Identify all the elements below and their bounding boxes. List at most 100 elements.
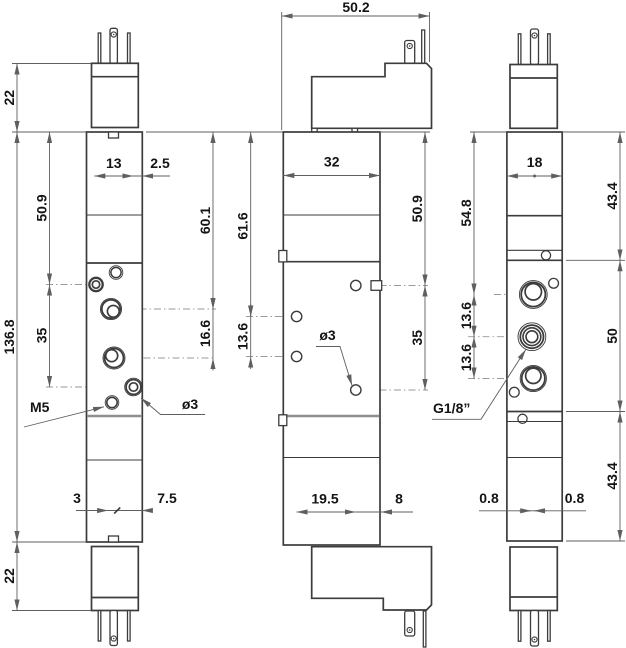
dim-front-port1-top: 60.1 bbox=[197, 207, 213, 234]
rear-valve-body bbox=[506, 131, 564, 542]
screw-hole bbox=[110, 31, 117, 38]
manual-override-tab bbox=[107, 535, 120, 543]
pin bbox=[517, 33, 522, 66]
dim-front-overall: 136.8 bbox=[1, 319, 17, 354]
dim-side-right-top: 50.9 bbox=[409, 195, 425, 222]
side-view: 50.2 32 61.6 13.6 ø3 50.9 35 19.5 8 bbox=[235, 0, 433, 648]
dim-front-pilot-span: 35 bbox=[34, 328, 50, 344]
dim-side-body-depth: 32 bbox=[324, 154, 340, 170]
front-bottom-solenoid bbox=[90, 545, 140, 647]
pin bbox=[546, 33, 551, 66]
front-valve-body bbox=[85, 131, 144, 543]
dim-side-hole-gap: 13.6 bbox=[235, 323, 251, 350]
side-holes bbox=[290, 279, 362, 396]
pin bbox=[421, 29, 426, 65]
pin bbox=[126, 32, 131, 65]
dim-front-bottom-a: 3 bbox=[73, 490, 81, 506]
body-outline bbox=[282, 131, 381, 546]
pilot-port bbox=[88, 277, 104, 292]
pin bbox=[546, 609, 551, 642]
dim-front-port-gap: 16.6 bbox=[197, 320, 213, 347]
dia3-leader bbox=[140, 397, 205, 415]
m5-leader bbox=[23, 406, 105, 428]
dim-rear-port-gap-a: 13.6 bbox=[458, 302, 474, 329]
port-g18-1 bbox=[520, 281, 547, 308]
dim-rear-gasket-top: 43.4 bbox=[604, 182, 620, 209]
gasket-hole bbox=[540, 250, 552, 261]
thread-port-m5 bbox=[106, 396, 119, 409]
dim-front-bottom-b: 7.5 bbox=[157, 490, 177, 506]
screw-hole bbox=[406, 626, 413, 634]
port-g18-2 bbox=[519, 324, 545, 350]
dim-front-hole: ø3 bbox=[182, 396, 199, 412]
dim-front-edge: 2.5 bbox=[150, 155, 170, 171]
dim-side-bottom-a: 19.5 bbox=[311, 491, 338, 507]
coil-body bbox=[90, 62, 140, 129]
hole bbox=[290, 350, 303, 363]
pin bbox=[517, 609, 522, 642]
rear-top-solenoid bbox=[509, 28, 559, 130]
coil-profile bbox=[310, 545, 433, 611]
front-top-solenoid bbox=[90, 27, 140, 129]
body-outline bbox=[506, 131, 564, 542]
connector-tab bbox=[404, 39, 416, 65]
screw-hole bbox=[531, 32, 538, 39]
side-valve-body bbox=[278, 131, 383, 546]
dim-rear-thread: G1/8” bbox=[433, 400, 470, 416]
port-small-top bbox=[110, 266, 122, 279]
dim-rear-port-gap-b: 13.6 bbox=[458, 344, 474, 371]
pin bbox=[422, 610, 427, 648]
coil-body bbox=[509, 546, 559, 612]
g18-leader bbox=[432, 349, 527, 420]
rear-view: 18 43.4 54.8 13.6 13.6 50 43.4 G1/8” 0.8… bbox=[432, 28, 625, 647]
port-1 bbox=[100, 298, 122, 320]
dim-rear-port1-top: 54.8 bbox=[458, 199, 474, 226]
dim-front-thread: M5 bbox=[30, 399, 50, 415]
pin bbox=[126, 609, 131, 642]
side-bottom-solenoid bbox=[310, 545, 433, 648]
mount-notch bbox=[278, 414, 288, 427]
coil-profile bbox=[310, 62, 433, 130]
dim-side-hole: ø3 bbox=[319, 327, 336, 343]
dim-rear-center-a: 0.8 bbox=[479, 490, 499, 506]
rear-bottom-solenoid bbox=[509, 546, 559, 647]
front-ports bbox=[88, 265, 143, 410]
exhaust-hole bbox=[125, 378, 142, 396]
screw-hole bbox=[110, 635, 117, 642]
small-hole bbox=[508, 386, 520, 398]
rear-dimensions: 18 43.4 54.8 13.6 13.6 50 43.4 G1/8” 0.8… bbox=[432, 131, 625, 542]
gasket-hole bbox=[517, 413, 528, 425]
dim-rear-body-width: 18 bbox=[527, 154, 543, 170]
hole-dia3 bbox=[349, 384, 362, 396]
pin bbox=[97, 32, 102, 65]
coil-body bbox=[90, 545, 140, 612]
side-dimensions: 50.2 32 61.6 13.6 ø3 50.9 35 19.5 8 bbox=[235, 0, 430, 515]
dim-front-port-cols: 13 bbox=[106, 155, 122, 171]
small-hole bbox=[548, 277, 560, 289]
port-g18-3 bbox=[520, 365, 546, 391]
dim-rear-center-b: 0.8 bbox=[565, 490, 585, 506]
coil-body bbox=[509, 63, 559, 130]
front-dimensions: 22 136.8 22 50.9 35 13 2.5 60.1 16.6 M5 … bbox=[1, 63, 283, 611]
dim-front-coil-bottom: 22 bbox=[1, 568, 17, 584]
screw-hole bbox=[531, 636, 538, 643]
mount-notch bbox=[278, 249, 288, 263]
body-outline bbox=[85, 131, 144, 543]
dim-side-right-span: 35 bbox=[409, 330, 425, 346]
dim-front-pilot-top: 50.9 bbox=[34, 194, 50, 221]
port-2 bbox=[103, 347, 125, 369]
dia3-leader bbox=[316, 346, 353, 386]
rear-ports bbox=[508, 277, 560, 398]
front-view: 22 136.8 22 50.9 35 13 2.5 60.1 16.6 M5 … bbox=[1, 27, 283, 647]
side-top-solenoid bbox=[310, 29, 433, 133]
pin bbox=[97, 609, 102, 642]
screw-hole bbox=[406, 42, 413, 50]
dim-side-bottom-b: 8 bbox=[395, 491, 403, 507]
dim-side-hole1-top: 61.6 bbox=[235, 212, 251, 239]
dim-rear-gasket-span: 50 bbox=[604, 328, 620, 344]
dim-front-coil-top: 22 bbox=[1, 90, 17, 106]
hole bbox=[290, 310, 303, 323]
manual-override-tab bbox=[107, 131, 120, 139]
hole bbox=[349, 279, 362, 292]
